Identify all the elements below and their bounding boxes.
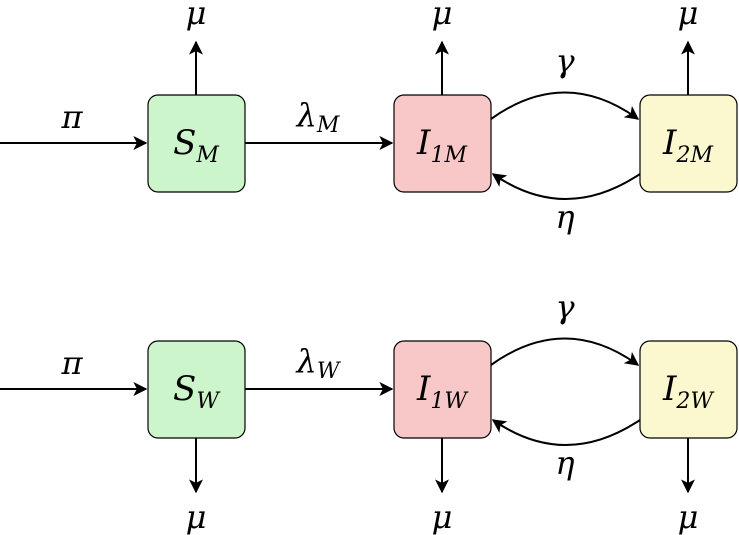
label-inflow-men: π bbox=[60, 98, 83, 136]
label-death-i1-men: μ bbox=[432, 0, 453, 32]
label-death-i2-women: μ bbox=[678, 498, 699, 535]
label-regression-men: η bbox=[555, 198, 574, 236]
label-death-i2-men: μ bbox=[678, 0, 699, 32]
label-infection-women: λW bbox=[295, 342, 342, 384]
label-progression-men: γ bbox=[555, 42, 575, 80]
label-inflow-women: π bbox=[60, 344, 83, 382]
label-infection-men: λM bbox=[295, 96, 340, 138]
label-regression-women: η bbox=[555, 444, 574, 482]
label-infected1-women: I1W bbox=[416, 369, 469, 414]
men-model: SM I1M I2M π λM μ μ μ γ η bbox=[0, 0, 738, 236]
label-susceptible-men: SM bbox=[173, 123, 219, 168]
edge-regression-men bbox=[491, 173, 641, 200]
label-progression-women: γ bbox=[555, 288, 575, 326]
label-death-i1-women: μ bbox=[432, 498, 453, 535]
label-death-s-men: μ bbox=[186, 0, 207, 32]
edge-progression-women bbox=[490, 337, 640, 366]
women-model: SW I1W I2W π λW μ μ μ γ η bbox=[0, 288, 738, 535]
label-susceptible-women: SW bbox=[173, 369, 221, 414]
label-infected2-men: I2M bbox=[662, 123, 713, 168]
edge-regression-women bbox=[491, 419, 641, 446]
label-infected1-men: I1M bbox=[416, 123, 467, 168]
label-death-s-women: μ bbox=[186, 498, 207, 535]
edge-progression-men bbox=[490, 91, 640, 120]
label-infected2-women: I2W bbox=[662, 369, 715, 414]
